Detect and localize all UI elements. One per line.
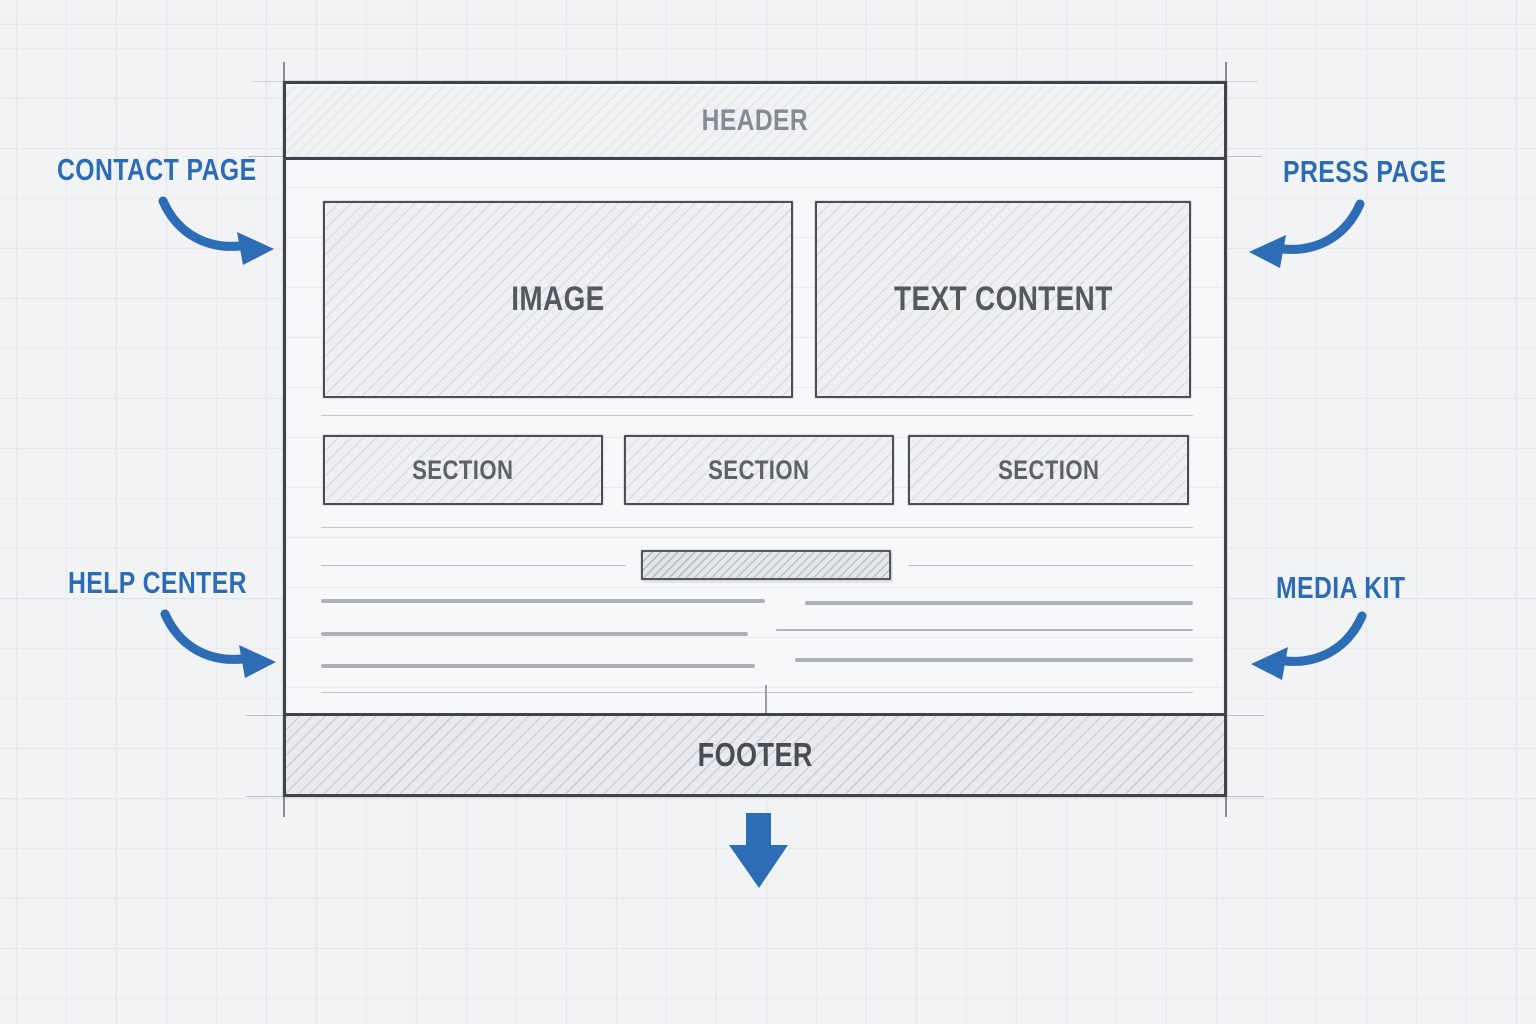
text-content-label: TEXT CONTENT — [893, 280, 1113, 318]
wireframe-footer: FOOTER — [286, 713, 1224, 794]
annotation-press-page: PRESS PAGE — [1283, 154, 1447, 189]
text-content-box: TEXT CONTENT — [815, 201, 1191, 398]
curved-arrow-icon — [1251, 611, 1367, 680]
header-label: HEADER — [701, 103, 809, 137]
button-row-rule-left — [321, 565, 626, 566]
wireframe-header: HEADER — [286, 84, 1224, 160]
placeholder-line — [795, 658, 1193, 662]
curved-arrow-icon — [160, 609, 276, 678]
button-placeholder — [641, 550, 891, 580]
annotation-media-kit: MEDIA KIT — [1276, 570, 1406, 605]
placeholder-line — [805, 601, 1193, 605]
placeholder-line — [321, 664, 755, 668]
button-row-rule-right — [908, 565, 1193, 566]
section-label: SECTION — [997, 454, 1100, 485]
image-placeholder-box: IMAGE — [323, 201, 793, 398]
section-box-1: SECTION — [323, 435, 603, 505]
wireframe-page: HEADER IMAGE TEXT CONTENT SECTION SECTIO… — [283, 81, 1227, 797]
divider-line — [321, 527, 1193, 528]
curved-arrow-icon — [158, 196, 274, 265]
image-label: IMAGE — [511, 280, 605, 318]
divider-line — [321, 415, 1193, 416]
placeholder-line — [776, 629, 1193, 631]
annotation-help-center: HELP CENTER — [68, 565, 247, 600]
divider-line — [321, 692, 1193, 693]
center-guide-tick — [765, 685, 767, 717]
section-box-3: SECTION — [908, 435, 1189, 505]
placeholder-line — [321, 599, 765, 603]
curved-arrow-icon — [1249, 199, 1365, 268]
section-box-2: SECTION — [624, 435, 894, 505]
annotation-contact-page: CONTACT PAGE — [57, 152, 257, 187]
section-label: SECTION — [412, 454, 514, 485]
down-arrow-icon — [729, 813, 788, 888]
placeholder-line — [321, 632, 748, 636]
footer-label: FOOTER — [697, 736, 813, 773]
section-label: SECTION — [708, 454, 810, 485]
